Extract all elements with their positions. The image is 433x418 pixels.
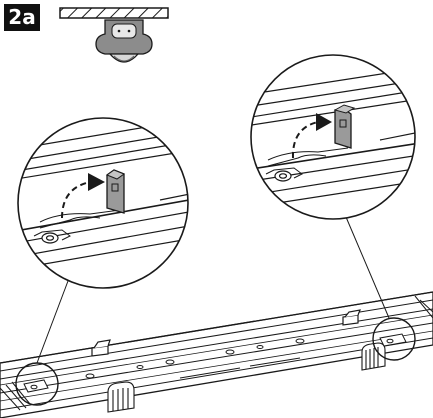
ceiling-hatch bbox=[59, 7, 169, 19]
detail-zoom-left bbox=[17, 117, 189, 289]
rail-clip bbox=[91, 339, 111, 357]
mounting-bracket bbox=[107, 381, 135, 413]
luminaire-housing bbox=[0, 291, 433, 418]
sensor-label bbox=[111, 23, 137, 39]
rotate-arrow-icon bbox=[61, 173, 105, 219]
leader-line bbox=[345, 216, 390, 319]
ceiling-mount-sensor-icon bbox=[59, 7, 169, 63]
mounting-bracket bbox=[361, 342, 386, 371]
leader-line bbox=[36, 280, 69, 364]
rail-clip bbox=[342, 309, 361, 326]
release-tab bbox=[334, 108, 352, 149]
detail-zoom-right bbox=[250, 54, 416, 220]
rotate-arrow-icon bbox=[291, 113, 332, 159]
step-badge: 2a bbox=[4, 4, 40, 31]
sensor-lens bbox=[108, 53, 140, 63]
tab-location-marker bbox=[372, 317, 416, 361]
